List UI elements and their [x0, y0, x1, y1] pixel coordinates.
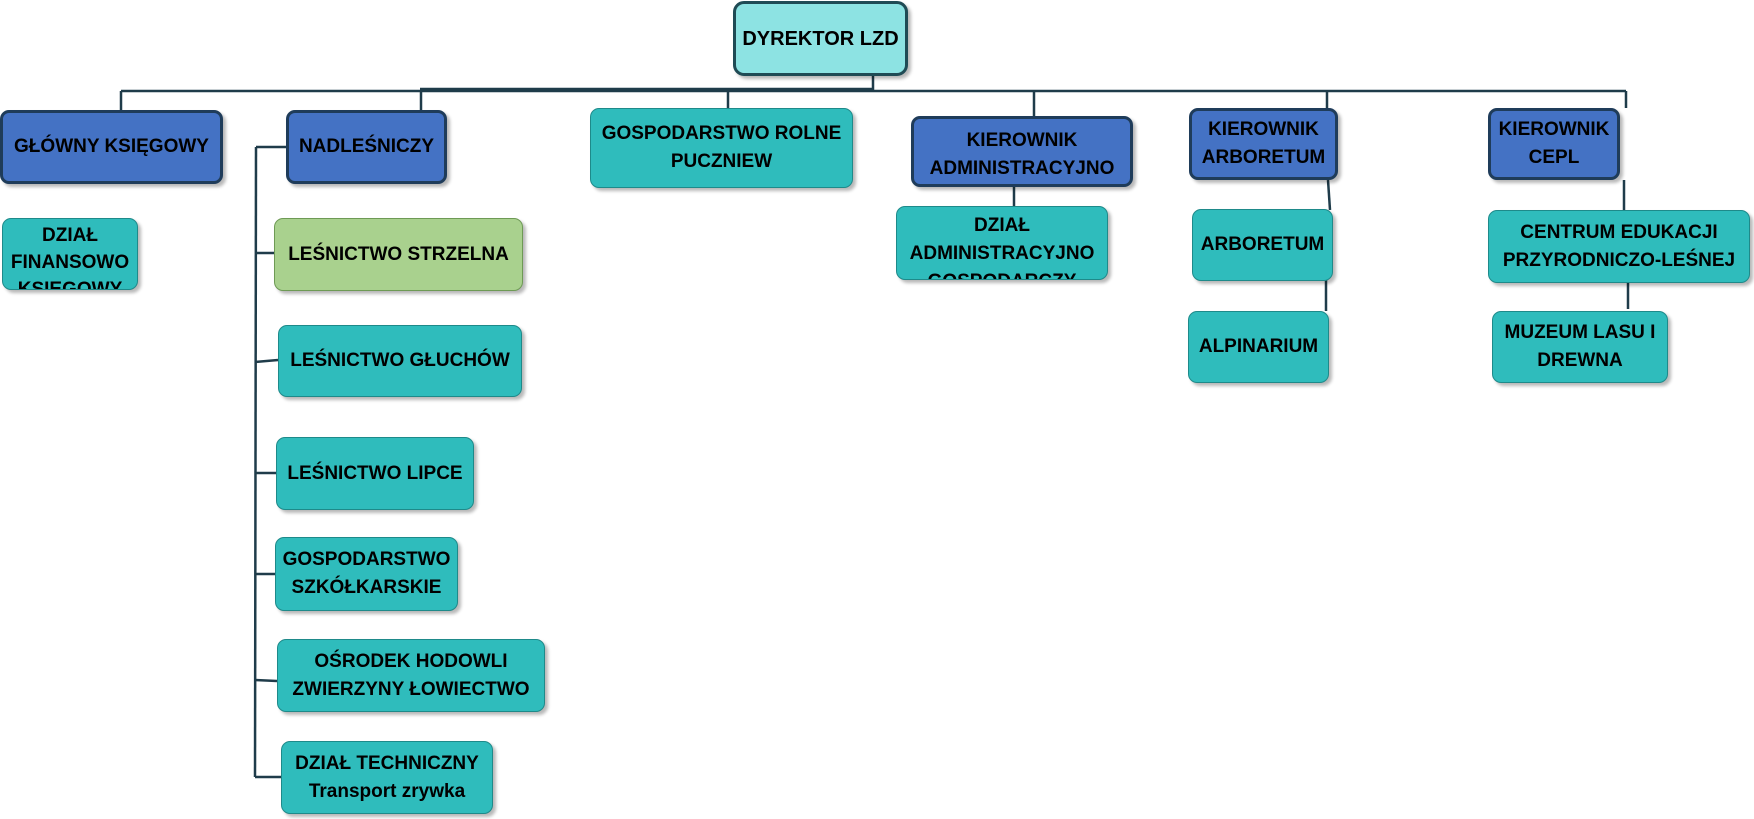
finance-dept-box: DZIAŁ FINANSOWO KSIĘGOWY [2, 218, 138, 290]
finance-dept-label: DZIAŁ FINANSOWO KSIĘGOWY [10, 225, 130, 290]
nature-education-label: CENTRUM EDUKACJI PRZYRODNICZO-LEŚNEJ [1502, 221, 1736, 271]
arboretum-box: ARBORETUM [1192, 209, 1333, 281]
arboretum-manager-box: KIEROWNIK ARBORETUM [1189, 108, 1338, 180]
technical-dept-label: DZIAŁ TECHNICZNY Transport zrywka [295, 752, 479, 802]
forestry-strzelna-box: LEŚNICTWO STRZELNA [274, 218, 523, 291]
nursery-box: GOSPODARSTWO SZKÓŁKARSKIE [275, 537, 458, 611]
alpinarium-label: ALPINARIUM [1198, 336, 1319, 357]
chief-accountant-label: GŁÓWNY KSIĘGOWY [14, 136, 209, 157]
cepl-manager-label: KIEROWNIK CEPL [1498, 119, 1610, 168]
forestry-lipce-label: LEŚNICTWO LIPCE [287, 462, 463, 484]
forestry-lipce-box: LEŚNICTWO LIPCE [276, 437, 474, 510]
nursery-label: GOSPODARSTWO SZKÓŁKARSKIE [282, 549, 451, 598]
alpinarium-box: ALPINARIUM [1188, 311, 1329, 383]
game-breeding-box: OŚRODEK HODOWLI ZWIERZYNY ŁOWIECTWO [277, 639, 545, 712]
nature-education-box: CENTRUM EDUKACJI PRZYRODNICZO-LEŚNEJ [1488, 210, 1750, 283]
arboretum-manager-label: KIEROWNIK ARBORETUM [1201, 119, 1326, 168]
arboretum-label: ARBORETUM [1200, 234, 1325, 255]
museum-box: MUZEUM LASU I DREWNA [1492, 311, 1668, 383]
museum-label: MUZEUM LASU I DREWNA [1504, 322, 1656, 371]
admin-dept-box: DZIAŁ ADMINISTRACYJNO GOSPODARCZY [896, 206, 1108, 280]
admin-dept-label: DZIAŁ ADMINISTRACYJNO GOSPODARCZY [909, 215, 1095, 279]
director-label: DYREKTOR LZD [742, 27, 899, 50]
forest-manager-label: NADLEŚNICZY [298, 136, 435, 157]
chief-accountant-box: GŁÓWNY KSIĘGOWY [0, 110, 223, 184]
forestry-gluchow-label: LEŚNICTWO GŁUCHÓW [290, 350, 510, 371]
farm-puczniew-box: GOSPODARSTWO ROLNE PUCZNIEW [590, 108, 853, 188]
admin-manager-box: KIEROWNIK ADMINISTRACYJNO GOSPODARCZY [911, 116, 1133, 187]
forestry-strzelna-label: LEŚNICTWO STRZELNA [288, 243, 509, 265]
forest-manager-box: NADLEŚNICZY [286, 110, 447, 184]
farm-puczniew-label: GOSPODARSTWO ROLNE PUCZNIEW [601, 123, 842, 172]
director-box: DYREKTOR LZD [733, 1, 908, 76]
technical-dept-box: DZIAŁ TECHNICZNY Transport zrywka [281, 741, 493, 814]
forestry-gluchow-box: LEŚNICTWO GŁUCHÓW [278, 325, 522, 397]
cepl-manager-box: KIEROWNIK CEPL [1488, 108, 1620, 180]
game-breeding-label: OŚRODEK HODOWLI ZWIERZYNY ŁOWIECTWO [292, 650, 530, 700]
admin-manager-label: KIEROWNIK ADMINISTRACYJNO GOSPODARCZY [929, 130, 1115, 179]
